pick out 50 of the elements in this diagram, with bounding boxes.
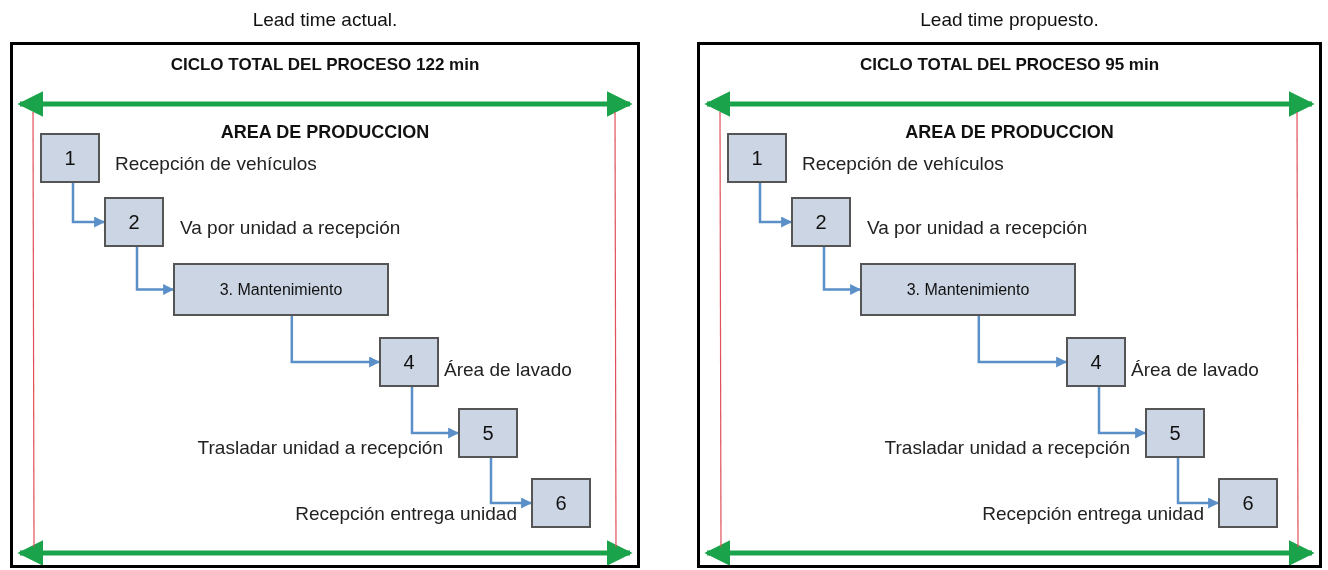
step-label: 5 [482,421,494,445]
step-label: 2 [128,210,140,234]
step-description: Área de lavado [444,359,572,381]
cycle-title: CICLO TOTAL DEL PROCESO 95 min [859,55,1160,75]
step-label: 5 [1169,421,1181,445]
arrow [135,247,175,295]
step-label: 4 [403,350,415,374]
step-description: Recepción de vehículos [802,153,1004,175]
arrow [410,387,460,439]
arrow [1176,458,1220,509]
process-box [791,197,851,247]
arrow [489,458,533,509]
step-label: 3. Mantenimiento [906,280,1030,299]
process-box [531,478,591,528]
process-box [40,133,100,183]
step-description: Recepción de vehículos [115,153,317,175]
process-box [379,337,439,387]
process-box [1145,408,1205,458]
step-label: 6 [555,491,567,515]
step-label: 2 [815,210,827,234]
process-box [860,263,1076,316]
process-box [1066,337,1126,387]
panel-heading: Lead time actual. [252,9,398,31]
area-title: AREA DE PRODUCCION [905,122,1114,143]
area-title: AREA DE PRODUCCION [220,122,430,143]
step-description: Trasladar unidad a recepción [884,437,1130,459]
arrow [977,316,1068,368]
step-label: 3. Mantenimiento [219,280,343,299]
step-description: Va por unidad a recepción [180,217,401,239]
step-description: Área de lavado [1131,359,1259,381]
step-description: Va por unidad a recepción [867,217,1088,239]
panel-heading: Lead time propuesto. [920,9,1099,31]
step-description: Recepción entrega unidad [295,503,517,525]
arrow [71,183,106,228]
process-box [1218,478,1278,528]
step-label: 4 [1090,350,1102,374]
process-box [458,408,518,458]
arrow [290,316,381,368]
process-box [173,263,389,316]
step-description: Trasladar unidad a recepción [197,437,443,459]
step-label: 1 [64,146,76,170]
step-label: 1 [751,146,763,170]
arrow [822,247,862,295]
process-box [104,197,164,247]
cycle-title: CICLO TOTAL DEL PROCESO 122 min [170,55,480,75]
step-label: 6 [1242,491,1254,515]
process-box [727,133,787,183]
arrow [1097,387,1147,439]
arrow [758,183,793,228]
step-description: Recepción entrega unidad [982,503,1204,525]
